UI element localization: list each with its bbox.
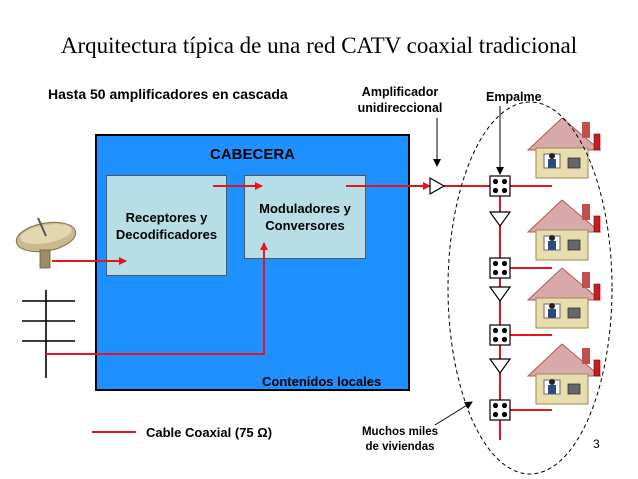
coax-lines (46, 182, 552, 440)
headend-title: CABECERA (209, 146, 295, 163)
page-number: 3 (593, 437, 600, 451)
splitter-icon (489, 175, 511, 197)
amplifier-label-line-2: unidireccional (357, 101, 443, 115)
slide-title: Arquitectura típica de una red CATV coax… (60, 33, 578, 58)
receivers-line-2: Decodificadores (115, 226, 218, 242)
antenna-icon (22, 290, 75, 378)
receivers-line-1: Receptores y (125, 209, 208, 225)
homes-label-line-2: de viviendas (365, 441, 435, 453)
amplifier-icon (429, 176, 446, 196)
line-amplifier-icons (488, 211, 512, 375)
satellite-dish-icon (15, 217, 77, 269)
cascade-note: Hasta 50 amplificadores en cascada (48, 86, 288, 102)
house-icon (527, 199, 601, 261)
homes-region-ellipse (447, 101, 613, 475)
legend-cable-label: Cable Coaxial (75 Ω) (146, 425, 273, 440)
house-icon (527, 117, 601, 179)
amplifier-label: Amplificador unidireccional (335, 84, 465, 116)
modulators-line-2: Conversores (265, 218, 345, 233)
splitter-icon (489, 257, 511, 279)
local-content-label: Contenidos locales (262, 374, 382, 389)
splitter-icon (489, 399, 511, 421)
homes-callout-arrow (434, 401, 473, 426)
homes-label-line-1: Muchos miles (361, 426, 439, 438)
splitter-icon (489, 324, 511, 346)
amplifier-label-line-1: Amplificador (361, 85, 439, 99)
modulators-line-1: Moduladores y (259, 201, 351, 216)
homes-label: Muchos miles de viviendas (350, 425, 450, 455)
house-icon (527, 343, 601, 405)
house-icon (527, 267, 601, 329)
splice-label: Empalme (486, 90, 542, 104)
